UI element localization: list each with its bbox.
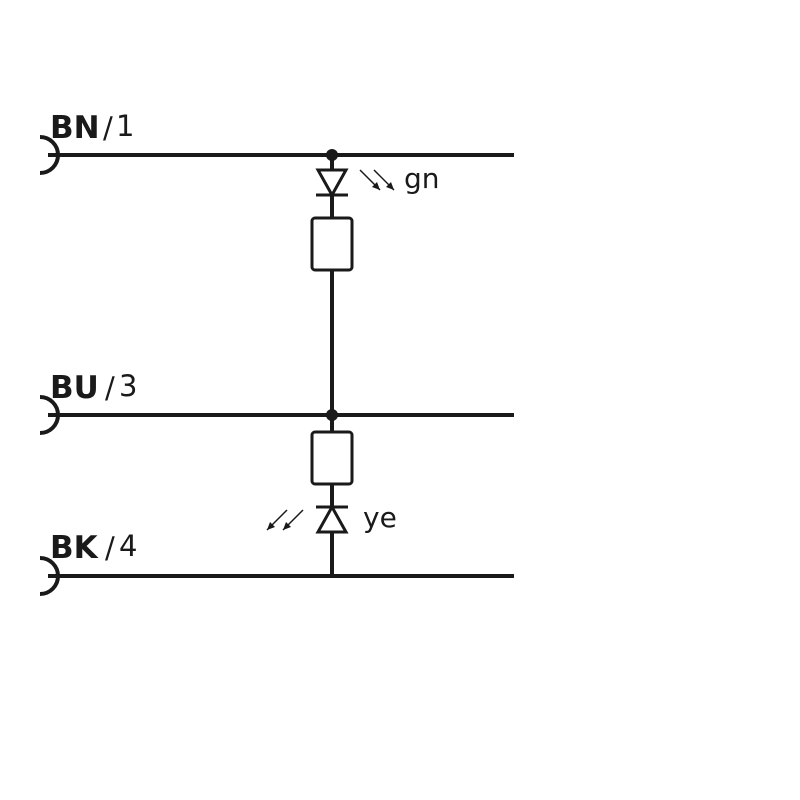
- wire-pin-bn: 1: [116, 109, 134, 143]
- resistor-upper: [310, 216, 354, 272]
- junction-dot-bn: [326, 149, 338, 161]
- led-gn-diode: [315, 168, 349, 199]
- wire-pin-bu: 3: [119, 369, 137, 403]
- resistor-lower: [310, 430, 354, 486]
- light-emission-arrows-gn: [359, 169, 395, 191]
- wire-separator-bk: /: [105, 531, 115, 565]
- led-label-ye: ye: [363, 501, 397, 534]
- light-emission-arrows-ye: [266, 509, 304, 531]
- wire-color-code-bk: BK: [50, 530, 99, 566]
- wire-separator-bu: /: [105, 371, 115, 405]
- led-ye-diode: [315, 503, 349, 534]
- wire-color-code-bn: BN: [50, 110, 100, 146]
- junction-dot-bu: [326, 409, 338, 421]
- led-label-gn: gn: [404, 162, 440, 195]
- wire-color-code-bu: BU: [50, 370, 99, 406]
- wire-pin-bk: 4: [119, 529, 137, 563]
- wire-separator-bn: /: [103, 111, 113, 145]
